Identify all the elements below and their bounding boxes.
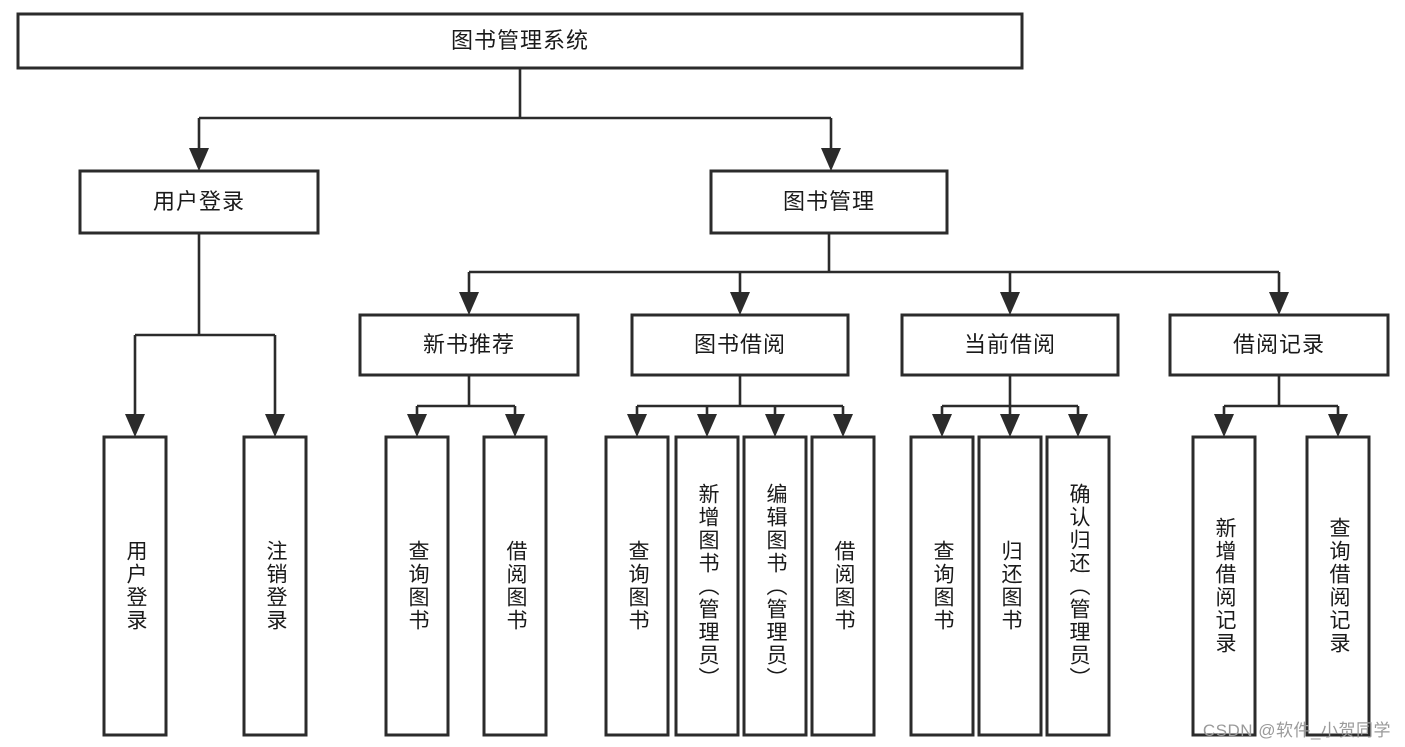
connector-current-borrow-to-leaves: [932, 375, 1088, 437]
arrow-head-leaf-return-book: [1000, 414, 1020, 437]
arrow-head-leaf-query-book-2: [627, 414, 647, 437]
arrow-head-leaf-edit-book: [765, 414, 785, 437]
connector-borrow-record-to-leaves: [1214, 375, 1348, 437]
arrow-head-leaf-add-record: [1214, 414, 1234, 437]
node-box-leaf-query-book-2[interactable]: [604, 435, 670, 737]
arrow-head-leaf-add-book: [697, 414, 717, 437]
connector-user-login-to-leaves: [125, 233, 285, 437]
arrow-head-book-borrow: [730, 292, 750, 315]
watermark-text: CSDN @软件_小贺同学: [1202, 721, 1391, 740]
node-box-leaf-confirm-return[interactable]: [1045, 435, 1111, 737]
node-box-leaf-add-record[interactable]: [1191, 435, 1257, 737]
arrow-head-leaf-query-book-1: [407, 414, 427, 437]
node-box-book-borrow[interactable]: [630, 313, 850, 377]
node-box-leaf-query-book-3[interactable]: [909, 435, 975, 737]
node-box-leaf-logout[interactable]: [242, 435, 308, 737]
arrow-head-leaf-borrow-book-1: [505, 414, 525, 437]
connector-book-manage-to-level3: [459, 233, 1289, 315]
connector-root-to-level2: [189, 68, 841, 171]
arrow-head-leaf-query-record: [1328, 414, 1348, 437]
node-box-leaf-return-book[interactable]: [977, 435, 1043, 737]
arrow-head-borrow-record: [1269, 292, 1289, 315]
node-box-current-borrow[interactable]: [900, 313, 1120, 377]
arrow-head-new-book-recommend: [459, 292, 479, 315]
node-box-leaf-borrow-book-2[interactable]: [810, 435, 876, 737]
node-box-leaf-add-book[interactable]: [674, 435, 740, 737]
node-box-leaf-borrow-book-1[interactable]: [482, 435, 548, 737]
arrow-head-leaf-user-login: [125, 414, 145, 437]
arrow-head-leaf-borrow-book-2: [833, 414, 853, 437]
arrow-head-current-borrow: [1000, 292, 1020, 315]
arrow-head-leaf-confirm-return: [1068, 414, 1088, 437]
connector-book-borrow-to-leaves: [627, 375, 853, 437]
connector-new-book-recommend-to-leaves: [407, 375, 525, 437]
arrow-head-leaf-query-book-3: [932, 414, 952, 437]
arrow-head-leaf-logout: [265, 414, 285, 437]
node-box-borrow-record[interactable]: [1168, 313, 1390, 377]
node-box-leaf-query-book-1[interactable]: [384, 435, 450, 737]
node-box-leaf-edit-book[interactable]: [742, 435, 808, 737]
arrow-head-user-login: [189, 148, 209, 171]
node-box-leaf-query-record[interactable]: [1305, 435, 1371, 737]
node-box-new-book-recommend[interactable]: [358, 313, 580, 377]
node-box-leaf-user-login[interactable]: [102, 435, 168, 737]
node-box-user-login[interactable]: [78, 169, 320, 235]
node-box-book-manage[interactable]: [709, 169, 949, 235]
arrow-head-book-manage: [821, 148, 841, 171]
node-box-root[interactable]: [16, 12, 1024, 70]
